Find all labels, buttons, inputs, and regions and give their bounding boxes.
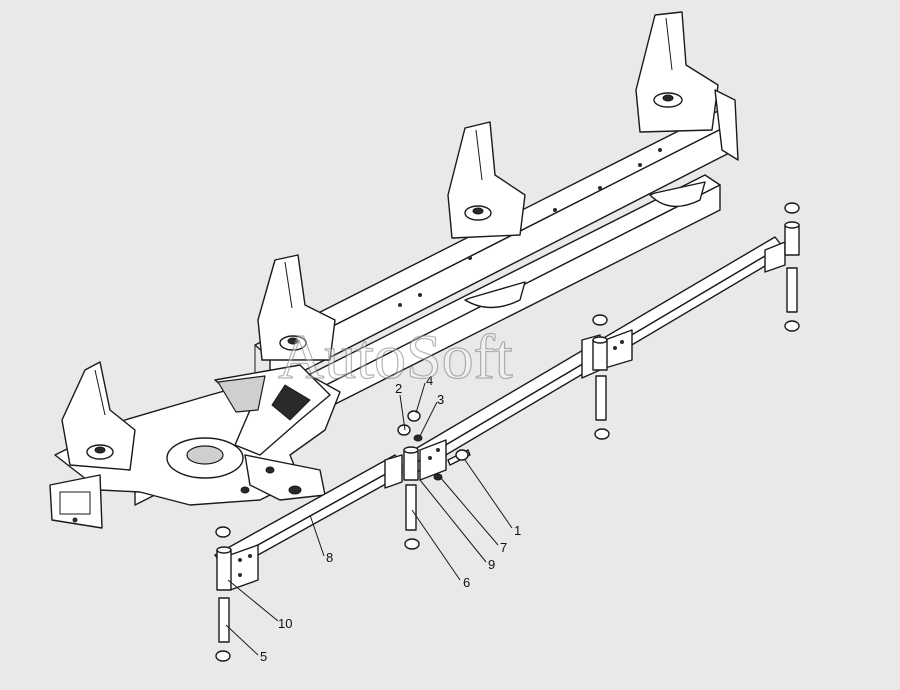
watermark: AutoSoft — [278, 321, 513, 392]
callout-9: 9 — [488, 557, 495, 572]
callout-1: 1 — [514, 523, 521, 538]
callout-5: 5 — [260, 649, 267, 664]
bracket-3 — [447, 121, 526, 239]
callout-2: 2 — [395, 381, 402, 396]
leader-lines — [225, 382, 513, 656]
bracket-4 — [635, 11, 739, 161]
callout-6: 6 — [463, 575, 470, 590]
sleeve-left — [215, 526, 232, 662]
callout-labels: 1 2 3 4 5 6 7 8 9 10 — [260, 373, 521, 664]
callout-7: 7 — [500, 540, 507, 555]
bracket-2 — [257, 254, 336, 361]
sleeve-middle — [397, 410, 423, 550]
sleeve-right-2 — [784, 202, 800, 332]
center-plate — [49, 364, 341, 529]
callout-10: 10 — [278, 616, 292, 631]
callout-3: 3 — [437, 392, 444, 407]
callout-8: 8 — [326, 550, 333, 565]
bracket-left — [61, 361, 136, 471]
callout-4: 4 — [426, 373, 433, 388]
sleeve-right-1 — [592, 314, 610, 440]
washer — [433, 473, 443, 481]
bolt — [447, 449, 471, 466]
